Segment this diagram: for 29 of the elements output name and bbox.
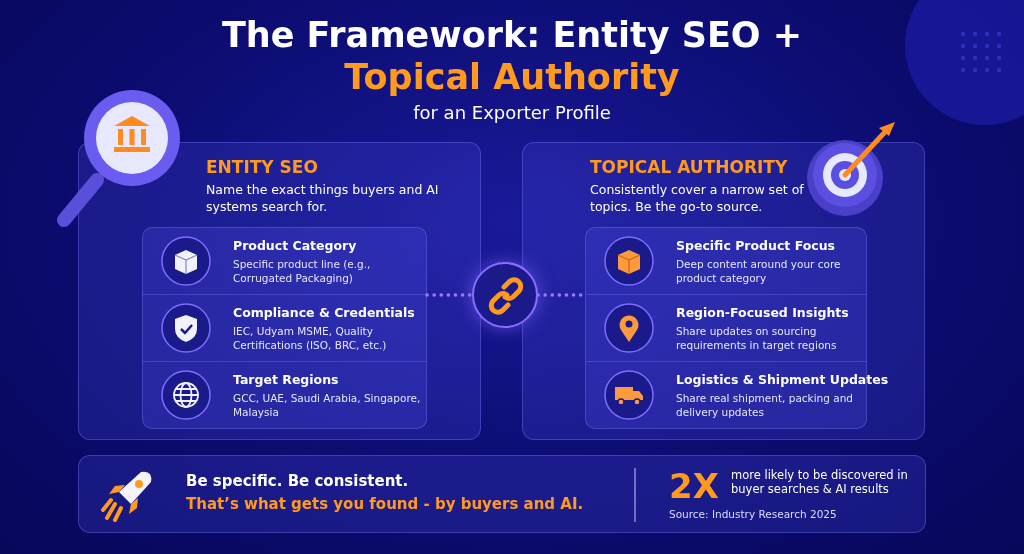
- panel-heading: ENTITY SEO: [206, 157, 318, 177]
- source-note: Source: Industry Research 2025: [669, 508, 838, 522]
- item-heading: Logistics & Shipment Updates: [676, 372, 889, 387]
- item-description: GCC, UAE, Saudi Arabia, Singapore, Malaysia: [233, 391, 422, 419]
- link-circle: [472, 262, 538, 328]
- slogan-highlight: That’s what gets you found - by buyers and AI.: [186, 495, 585, 514]
- item-heading: Specific Product Focus: [676, 238, 835, 253]
- panel-heading: TOPICAL AUTHORITY: [590, 157, 788, 177]
- dotted-connector: [425, 293, 474, 297]
- panel-card: [522, 142, 925, 440]
- item-heading: Compliance & Credentials: [233, 305, 415, 320]
- stat-number: 2X: [669, 465, 720, 508]
- item-heading: Target Regions: [233, 372, 339, 387]
- stat-description: more likely to be discovered in buyer searches & AI results: [731, 468, 909, 497]
- item-description: Share real shipment, packing and delivery updates: [676, 391, 854, 419]
- banner-card: [78, 455, 926, 533]
- list-card: [142, 227, 427, 429]
- item-description: Specific product line (e.g., Corrugated Packaging): [233, 257, 372, 285]
- title-text: The Framework: Entity SEO + Topical Authority: [220, 14, 804, 98]
- panel-description: Consistently cover a narrow set of topics. Be the go-to source.: [590, 181, 805, 215]
- item-heading: Product Category: [233, 238, 357, 253]
- item-description: IEC, Udyam MSME, Quality Certifications (ISO, BRC, etc.): [233, 324, 388, 352]
- item-heading: Region-Focused Insights: [676, 305, 849, 320]
- item-description: Deep content around your core product category: [676, 257, 842, 285]
- item-description: Share updates on sourcing requirements in target regions: [676, 324, 838, 352]
- panel-card: [78, 142, 481, 440]
- slogan-text: Be specific. Be consistent.: [186, 472, 410, 491]
- subtitle-text: for an Exporter Profile: [412, 102, 612, 123]
- panel-description: Name the exact things buyers and AI systems search for.: [206, 181, 440, 215]
